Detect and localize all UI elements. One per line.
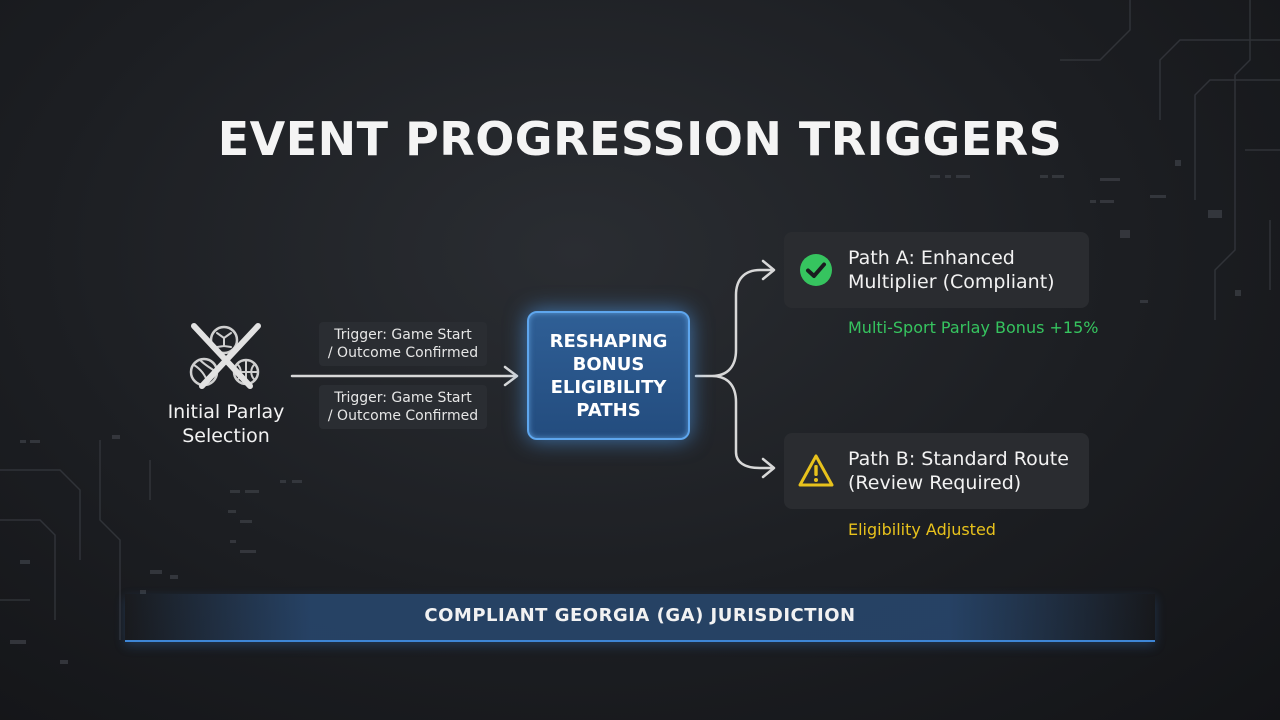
- trigger-bottom-line2: / Outcome Confirmed: [327, 408, 479, 424]
- path-a-line1: Path A: Enhanced: [848, 247, 1015, 269]
- sports-balls-crossed-bats-icon: [189, 323, 261, 389]
- origin-to-hub-arrowhead: [503, 365, 519, 387]
- trigger-label-top: Trigger: Game Start / Outcome Confirmed: [319, 322, 487, 366]
- warning-triangle-icon: [798, 454, 834, 487]
- origin-label: Initial Parlay Selection: [150, 400, 302, 448]
- hub-to-paths-branch: [694, 268, 774, 470]
- hub-line1: RESHAPING: [549, 330, 668, 352]
- path-b-note: Eligibility Adjusted: [848, 520, 996, 539]
- trigger-top-line2: / Outcome Confirmed: [327, 345, 479, 361]
- hub-line4: PATHS: [576, 399, 641, 421]
- trigger-bottom-line1: Trigger: Game Start: [334, 390, 472, 406]
- path-a-line2: Multiplier (Compliant): [848, 271, 1055, 293]
- path-b-line1: Path B: Standard Route: [848, 448, 1069, 470]
- path-a-arrowhead: [761, 259, 776, 281]
- jurisdiction-banner-text: COMPLIANT GEORGIA (GA) JURISDICTION: [424, 605, 856, 626]
- path-b-arrowhead: [761, 457, 776, 479]
- trigger-top-line1: Trigger: Game Start: [334, 327, 472, 343]
- origin-label-line1: Initial Parlay: [167, 401, 285, 423]
- path-a-label: Path A: Enhanced Multiplier (Compliant): [848, 246, 1083, 294]
- origin-label-line2: Selection: [182, 425, 270, 447]
- jurisdiction-banner: COMPLIANT GEORGIA (GA) JURISDICTION: [125, 594, 1155, 642]
- path-a-note: Multi-Sport Parlay Bonus +15%: [848, 318, 1099, 337]
- hub-line2: BONUS: [572, 353, 645, 375]
- path-b-card: Path B: Standard Route (Review Required): [784, 433, 1089, 509]
- trigger-label-bottom: Trigger: Game Start / Outcome Confirmed: [319, 385, 487, 429]
- diagram-title: EVENT PROGRESSION TRIGGERS: [217, 112, 1063, 166]
- hub-line3: ELIGIBILITY: [550, 376, 667, 398]
- eligibility-hub-node: RESHAPING BONUS ELIGIBILITY PATHS: [527, 311, 690, 440]
- check-circle-icon: [800, 254, 832, 286]
- path-a-card: Path A: Enhanced Multiplier (Compliant): [784, 232, 1089, 308]
- path-b-line2: (Review Required): [848, 472, 1022, 494]
- path-b-label: Path B: Standard Route (Review Required): [848, 447, 1083, 495]
